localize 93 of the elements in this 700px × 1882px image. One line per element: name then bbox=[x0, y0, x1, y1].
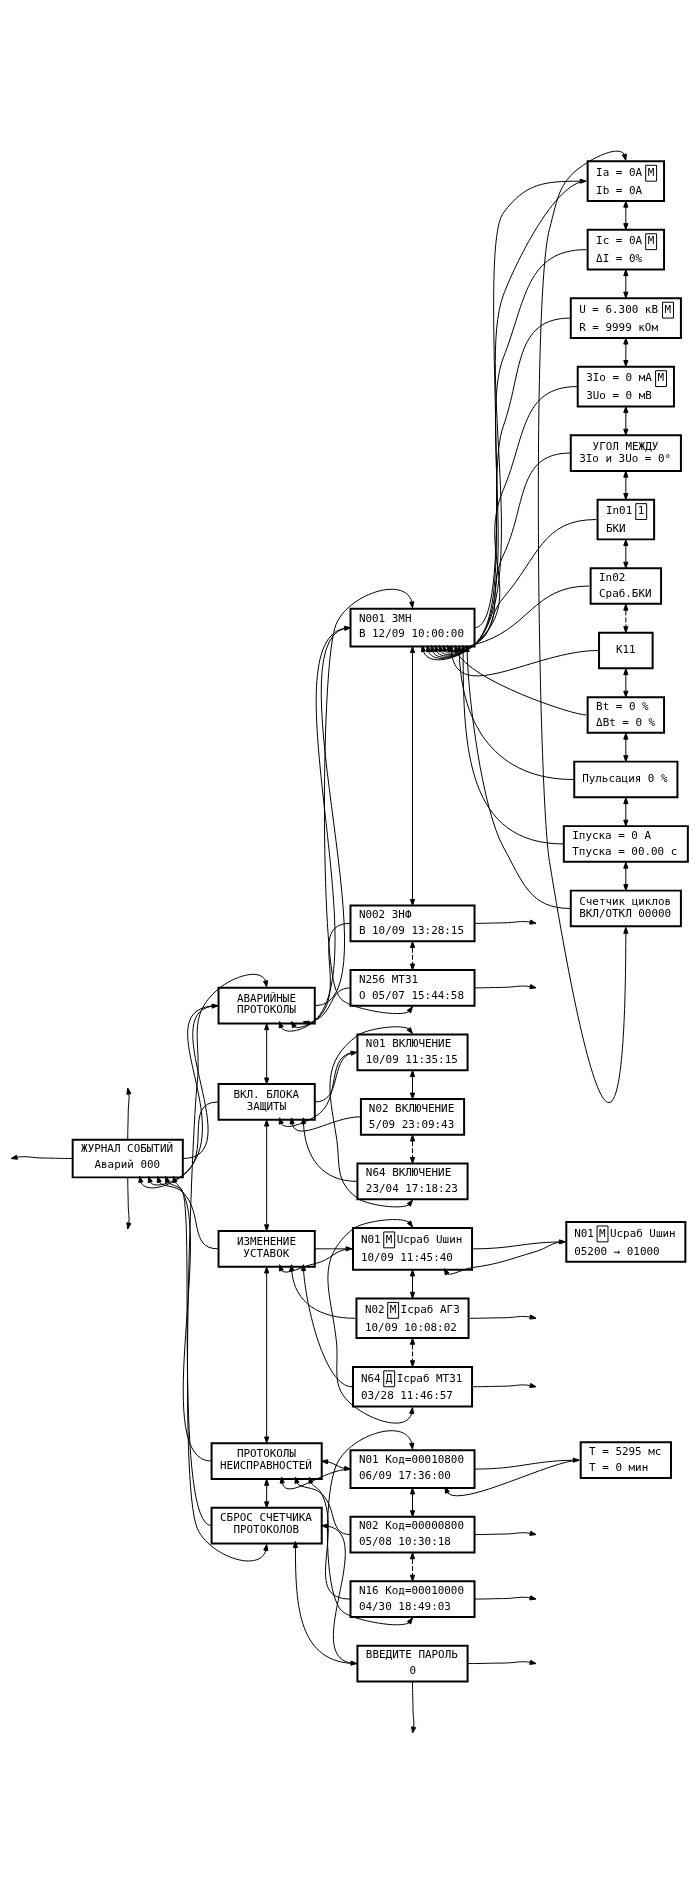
node-box: Ia = 0A М Ib = 0A bbox=[586, 159, 666, 202]
arrow bbox=[126, 1176, 132, 1229]
node-box: In01 1 БКИ bbox=[596, 498, 656, 540]
node-box: N64 ВКЛЮЧЕНИЕ 23/04 17:18:23 bbox=[356, 1162, 469, 1200]
arrow bbox=[623, 861, 629, 891]
node-box: Bt = 0 % ΔBt = 0 % bbox=[586, 695, 666, 734]
arrow bbox=[409, 645, 416, 906]
node-box: N256 МТЗ1 О 05/07 15:44:58 bbox=[349, 968, 476, 1007]
arrow bbox=[290, 922, 351, 1028]
node-box: Пульсация 0 % bbox=[573, 760, 679, 798]
arrow bbox=[279, 1468, 351, 1489]
arrow bbox=[264, 1022, 270, 1084]
node-box: ВВЕДИТЕ ПАРОЛЬ 0 bbox=[356, 1644, 469, 1682]
node-box: УГОЛ МЕЖДУ 3Io и 3Uo = 0° bbox=[569, 433, 682, 472]
arrow bbox=[409, 1069, 416, 1099]
arrow bbox=[623, 268, 629, 299]
arrow bbox=[321, 1458, 351, 1471]
node-box: N001 ЗМН В 12/09 10:00:00 bbox=[349, 607, 476, 647]
arrow bbox=[474, 1530, 537, 1536]
arrow bbox=[10, 1154, 74, 1160]
arrow bbox=[411, 1680, 417, 1733]
arrow bbox=[164, 1175, 213, 1462]
node-box: N02 Код=00000800 05/08 10:30:18 bbox=[349, 1515, 476, 1553]
arrow bbox=[326, 1429, 415, 1625]
node-box: СБРОС СЧЕТЧИКА ПРОТОКОЛОВ bbox=[210, 1506, 323, 1544]
node-box: N002 ЗНФ В 10/09 13:28:15 bbox=[349, 904, 476, 942]
node-box: ЖУРНАЛ СОБЫТИЙ Аварий 000 bbox=[71, 1138, 184, 1178]
arrow bbox=[289, 1115, 361, 1132]
arrow bbox=[409, 1551, 416, 1582]
arrow bbox=[300, 1116, 358, 1182]
arrow bbox=[474, 919, 537, 925]
arrow bbox=[464, 644, 571, 909]
arrow bbox=[623, 405, 629, 436]
node-box: ПРОТОКОЛЫ НЕИСПРАВНОСТЕЙ bbox=[210, 1441, 323, 1480]
arrow bbox=[147, 1100, 219, 1185]
arrow bbox=[623, 667, 629, 698]
arrow bbox=[434, 385, 578, 656]
node-box: N02 ВКЛЮЧЕНИЕ 5/09 23:09:43 bbox=[359, 1097, 466, 1136]
arrow bbox=[474, 983, 537, 989]
arrow bbox=[474, 1594, 537, 1600]
node-box: K11 bbox=[598, 631, 654, 669]
arrow bbox=[323, 588, 415, 1014]
node-box: N16 Код=00010000 04/30 18:49:03 bbox=[349, 1579, 476, 1618]
arrow bbox=[321, 1523, 358, 1666]
arrow bbox=[460, 644, 565, 844]
arrow bbox=[623, 200, 629, 230]
arrow bbox=[302, 986, 351, 1026]
node-box: U = 6.300 кВ М R = 9999 кОм bbox=[569, 296, 682, 339]
arrow bbox=[409, 1487, 416, 1517]
arrow bbox=[327, 1218, 415, 1424]
arrow bbox=[187, 973, 269, 1561]
node-box: N01 М Uсраб Uшин 05200 → 01000 bbox=[565, 1220, 687, 1263]
arrow bbox=[264, 1266, 270, 1443]
node-box: N01 М Uсраб Uшин 10/09 11:45:40 bbox=[352, 1226, 474, 1271]
node-box: 3Io = 0 мА М 3Uo = 0 мВ bbox=[576, 365, 675, 407]
arrow bbox=[623, 470, 629, 500]
node-box: N01 Код=00010800 06/09 17:36:00 bbox=[349, 1448, 476, 1489]
node-box: N02 М Iсраб АГЗ 10/09 10:08:02 bbox=[355, 1296, 470, 1339]
node-box: N01 ВКЛЮЧЕНИЕ 10/09 11:35:15 bbox=[356, 1033, 469, 1071]
arrow bbox=[264, 1478, 270, 1508]
arrow bbox=[623, 732, 629, 762]
arrow bbox=[623, 538, 629, 569]
arrow bbox=[264, 1119, 270, 1231]
arrow bbox=[294, 1476, 351, 1535]
arrow bbox=[126, 1087, 132, 1140]
arrow bbox=[301, 1263, 353, 1387]
node-box: T = 5295 мс T = 0 мин bbox=[579, 1440, 672, 1479]
arrow bbox=[537, 150, 629, 1103]
node-box: ИЗМЕНЕНИЕ УСТАВОК bbox=[217, 1229, 316, 1268]
arrow bbox=[430, 317, 571, 658]
arrow bbox=[308, 1476, 351, 1600]
arrow bbox=[623, 796, 629, 827]
node-box: Ic = 0A М ΔI = 0% bbox=[586, 228, 666, 270]
arrow bbox=[156, 1175, 219, 1249]
arrow bbox=[409, 1134, 416, 1164]
arrow bbox=[172, 1175, 213, 1526]
arrow bbox=[409, 1269, 416, 1299]
node-box: Iпуска = 0 A Tпуска = 00.00 с bbox=[562, 824, 689, 863]
arrow bbox=[467, 1659, 537, 1665]
arrow bbox=[409, 940, 416, 970]
arrow bbox=[409, 1337, 416, 1367]
arrow bbox=[469, 1314, 537, 1320]
node-box: N64 Д Iсраб МТЗ1 03/28 11:46:57 bbox=[352, 1365, 474, 1408]
node-box: Счетчик циклов ВКЛ/ОТКЛ 00000 bbox=[569, 889, 682, 927]
arrow bbox=[425, 248, 587, 659]
arrow bbox=[623, 337, 629, 367]
arrow bbox=[292, 1540, 358, 1664]
arrow bbox=[329, 1025, 413, 1207]
node-box: ВКЛ. БЛОКА ЗАЩИТЫ bbox=[217, 1082, 316, 1121]
arrow bbox=[472, 1382, 537, 1388]
arrow bbox=[289, 1263, 356, 1319]
node-box: In02 Сраб.БКИ bbox=[589, 566, 663, 605]
arrow bbox=[623, 603, 629, 633]
